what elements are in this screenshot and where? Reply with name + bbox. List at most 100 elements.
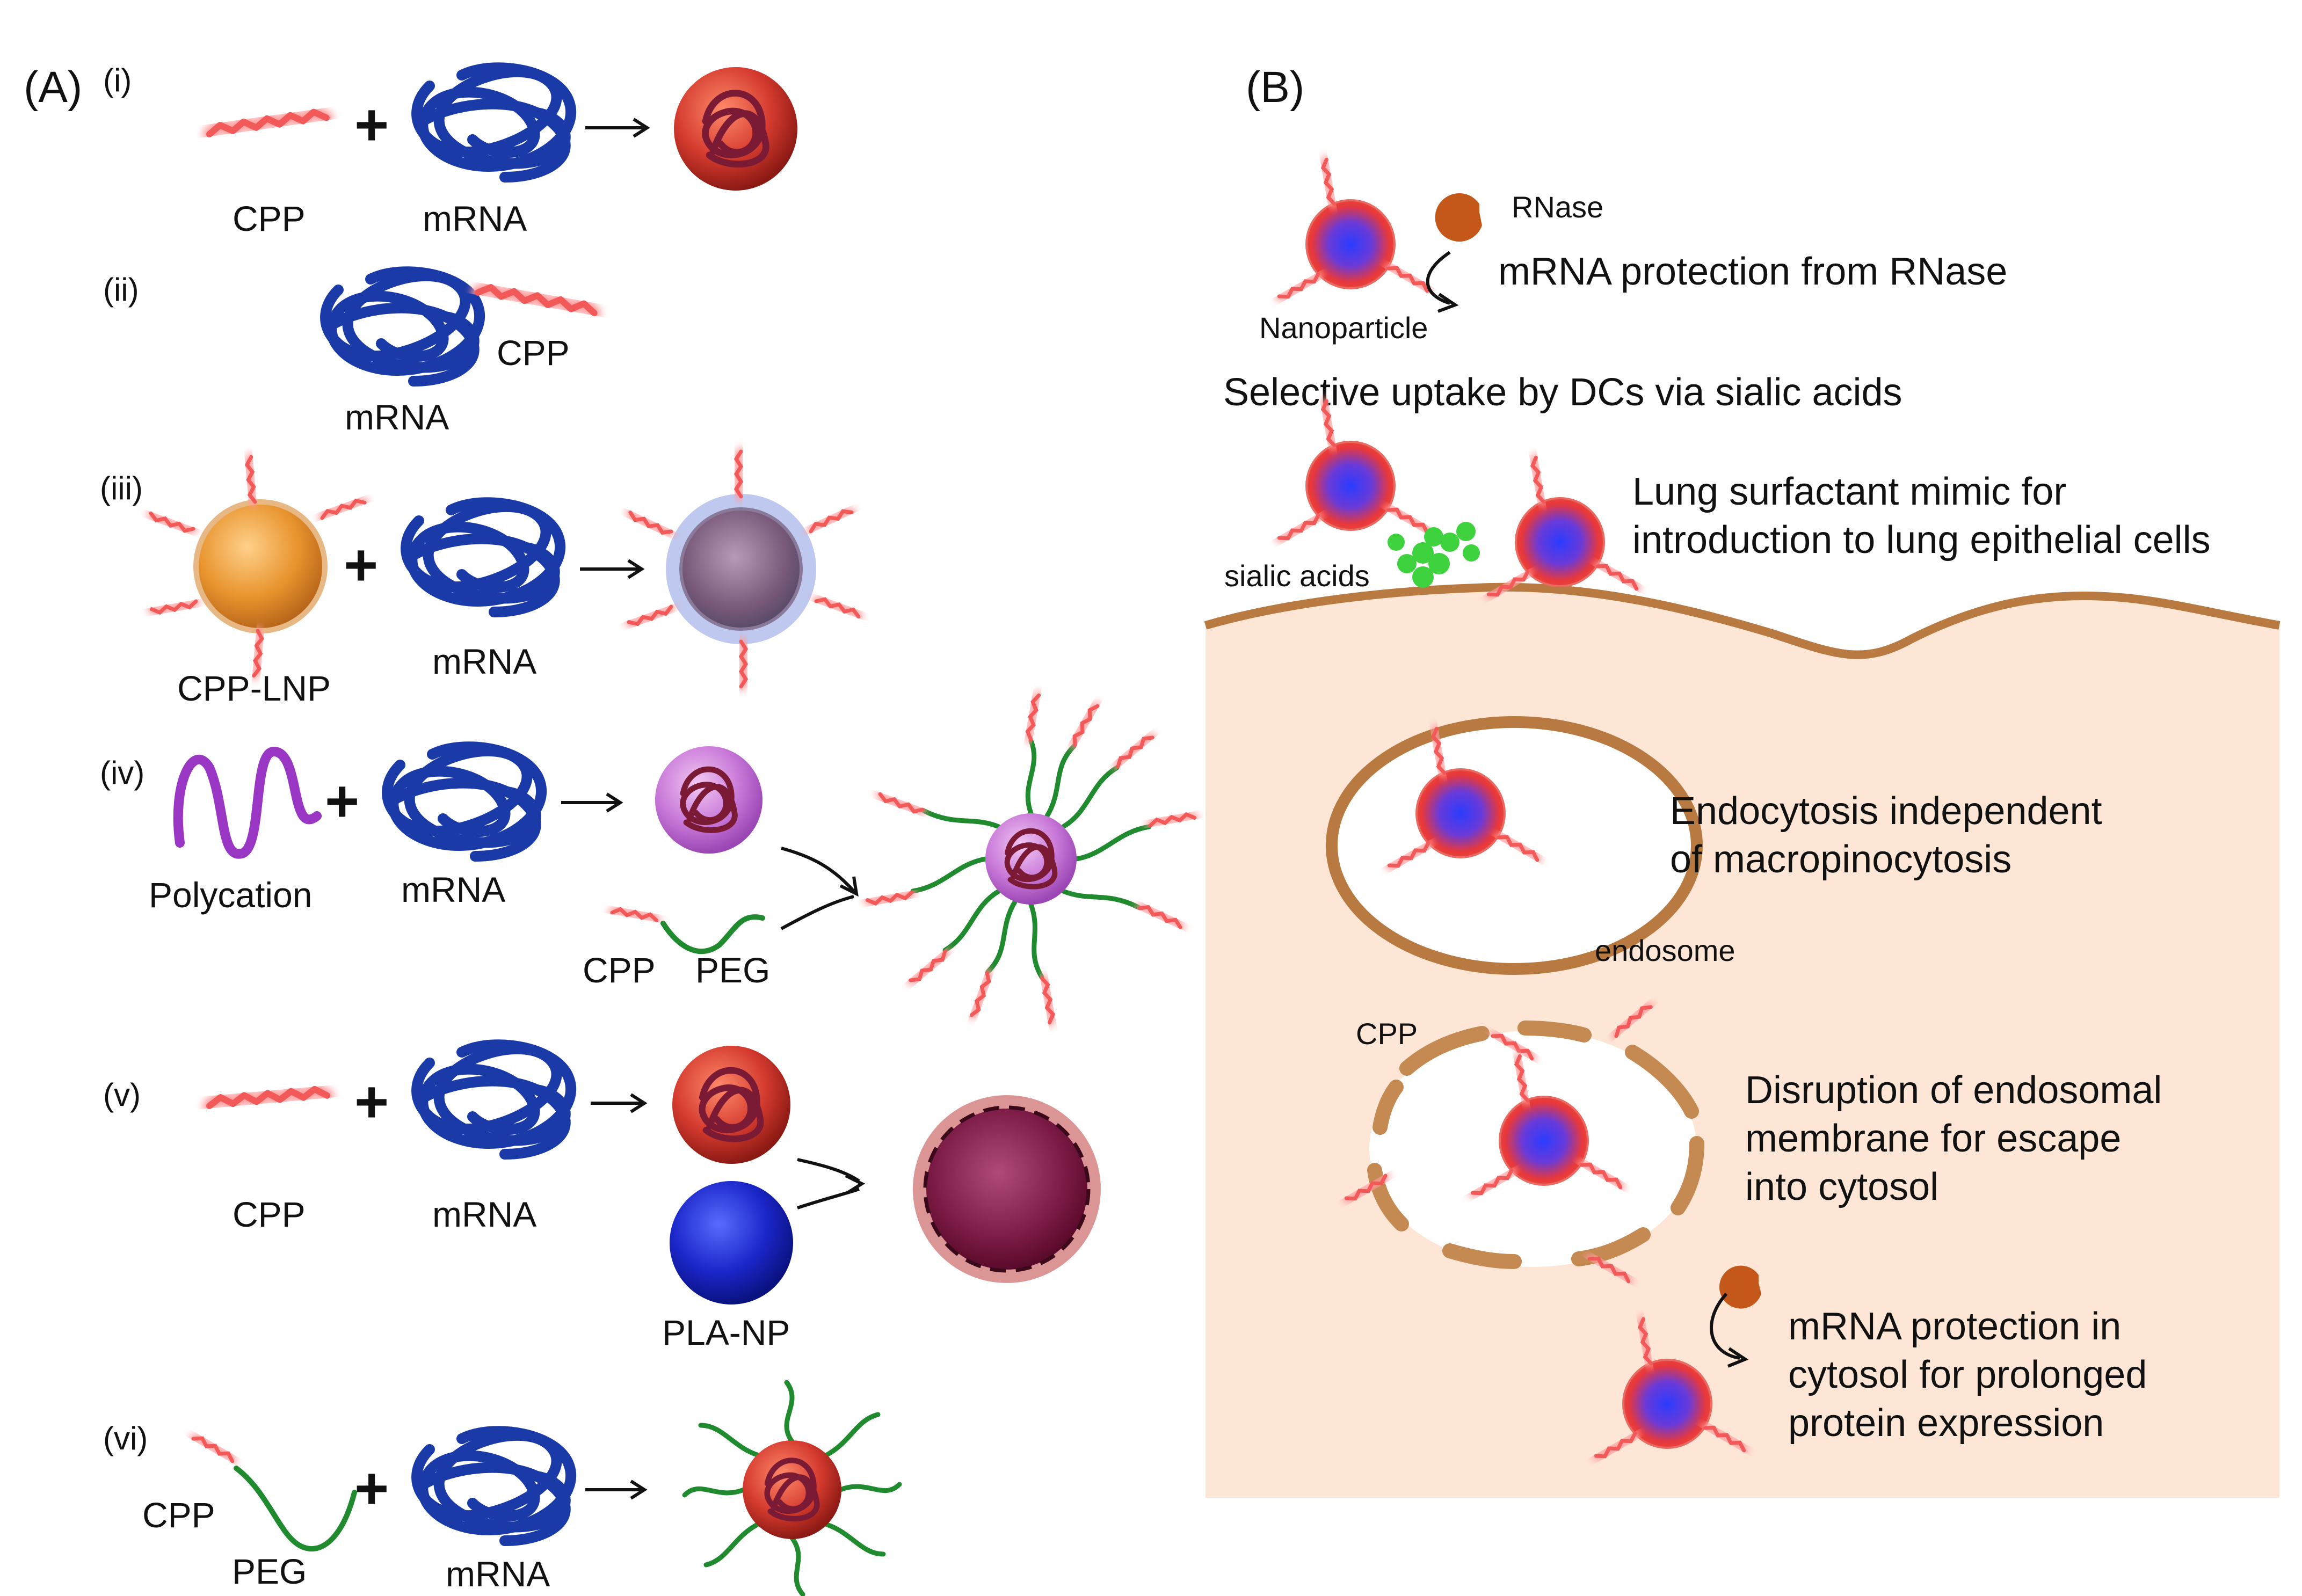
sialic-acid-icon bbox=[1388, 522, 1480, 588]
cell-membrane bbox=[1204, 582, 2281, 659]
mrna-coat-icon bbox=[923, 1105, 1091, 1273]
plus-sign: + bbox=[354, 92, 389, 158]
curved-arrow-icon bbox=[1710, 1292, 1740, 1360]
cpp-peptide-icon bbox=[629, 607, 673, 626]
nanoparticle-icon bbox=[1279, 159, 1429, 301]
arrowhead-icon bbox=[630, 1093, 648, 1113]
arrow-icon bbox=[797, 1187, 860, 1209]
arrowhead-icon bbox=[839, 876, 859, 897]
arrow-icon bbox=[780, 895, 854, 930]
rnase-icon bbox=[1435, 193, 1482, 242]
cpp-mrna-complex-icon bbox=[672, 1046, 790, 1164]
plus-sign: + bbox=[325, 768, 359, 834]
uptake-text: Selective uptake by DCs via sialic acids bbox=[1223, 371, 1902, 414]
rnase-label: RNase bbox=[1512, 190, 1603, 224]
mrna-icon bbox=[406, 502, 560, 612]
panel-b-label: (B) bbox=[1246, 63, 1304, 112]
endocytosis-text-line1: Endocytosis independent bbox=[1670, 790, 2102, 833]
lnp-core-icon bbox=[679, 507, 803, 631]
row-iv: (iv) + Polycation mRNA CPP PEG bbox=[100, 695, 1195, 1023]
protection-text: mRNA protection from RNase bbox=[1498, 250, 2007, 293]
row-i-index: (i) bbox=[103, 62, 132, 98]
sialic-acids-label: sialic acids bbox=[1224, 559, 1370, 593]
nanoparticle-icon bbox=[1279, 401, 1429, 542]
label-cpp: CPP bbox=[583, 950, 656, 990]
cpp-peptide-icon bbox=[321, 498, 365, 518]
label-peg: PEG bbox=[695, 950, 770, 990]
arrowhead-icon bbox=[606, 792, 623, 813]
cpp-peptide-icon bbox=[612, 908, 657, 920]
nanoparticle-label: Nanoparticle bbox=[1259, 311, 1428, 345]
cpp-peptide-icon bbox=[809, 508, 852, 531]
disrupted-endosome-membrane bbox=[1367, 1021, 1704, 1269]
endocytosis-text-line2: of macropinocytosis bbox=[1670, 838, 2011, 881]
row-ii: (ii) CPP mRNA bbox=[103, 272, 596, 437]
arrowhead-icon bbox=[845, 1174, 866, 1194]
rnase-icon bbox=[1719, 1265, 1761, 1309]
peg-chain-icon bbox=[660, 914, 765, 954]
label-mrna: mRNA bbox=[446, 1554, 550, 1594]
mrna-icon bbox=[417, 1045, 571, 1154]
arrowhead-icon bbox=[627, 559, 645, 579]
arrowhead-icon bbox=[633, 118, 650, 138]
polycation-icon bbox=[173, 746, 322, 859]
pla-np-icon bbox=[670, 1181, 793, 1305]
cpp-peptide-icon bbox=[149, 513, 193, 533]
arrowhead-icon bbox=[1727, 1347, 1749, 1368]
cpp-peptide-icon bbox=[736, 451, 741, 497]
row-iii-index: (iii) bbox=[100, 470, 143, 506]
disruption-text-line2: membrane for escape bbox=[1745, 1117, 2121, 1160]
nanoparticle-icon bbox=[1488, 457, 1639, 599]
mrna-icon bbox=[417, 1431, 571, 1541]
label-mrna: mRNA bbox=[432, 642, 536, 681]
row-iv-index: (iv) bbox=[100, 755, 144, 791]
label-mrna: mRNA bbox=[423, 199, 527, 238]
cpp-peptide-icon bbox=[151, 601, 197, 614]
arrowhead-icon bbox=[630, 1480, 648, 1500]
cpp-peptide-icon bbox=[246, 457, 255, 502]
mrna-icon bbox=[387, 747, 541, 856]
cpp-lnp-icon bbox=[193, 499, 328, 633]
panel-a: (A) (i) + CPP mRNA (ii) CPP mRNA (iii) bbox=[24, 62, 1195, 1596]
plus-sign: + bbox=[344, 532, 378, 598]
label-cpp-lnp: CPP-LNP bbox=[177, 668, 331, 708]
label-cpp: CPP bbox=[233, 1194, 306, 1234]
row-vi: (vi) + CPP bbox=[103, 1380, 902, 1596]
peg-cpp-polyplex-icon bbox=[867, 695, 1194, 1023]
endosome-label: endosome bbox=[1595, 934, 1735, 967]
curved-arrow-icon bbox=[1426, 251, 1451, 305]
disruption-text-line1: Disruption of endosomal bbox=[1745, 1069, 2162, 1112]
plus-sign: + bbox=[354, 1069, 389, 1135]
cpp-label: CPP bbox=[1356, 1017, 1418, 1051]
cpp-peptide-icon bbox=[628, 513, 671, 536]
label-pla-np: PLA-NP bbox=[662, 1313, 790, 1352]
cpp-peptide-icon bbox=[208, 111, 326, 134]
cytosol-text-line2: cytosol for prolonged bbox=[1788, 1353, 2147, 1396]
row-vi-index: (vi) bbox=[103, 1420, 148, 1456]
cpp-peptide-icon bbox=[816, 597, 860, 617]
row-i: (i) + CPP mRNA bbox=[103, 62, 797, 238]
peg-chain-icon bbox=[234, 1466, 357, 1551]
cytosol-text-line3: protein expression bbox=[1788, 1402, 2104, 1445]
label-mrna: mRNA bbox=[401, 870, 505, 909]
cpp-peptide-icon bbox=[478, 285, 596, 313]
pla-np-core-icon bbox=[926, 1109, 1087, 1270]
label-cpp: CPP bbox=[497, 333, 570, 373]
arrow-icon bbox=[781, 847, 855, 892]
lung-text-line2: introduction to lung epithelial cells bbox=[1632, 519, 2211, 562]
polyplex-icon bbox=[655, 746, 763, 854]
label-peg: PEG bbox=[232, 1551, 307, 1591]
plus-sign: + bbox=[354, 1455, 389, 1521]
label-cpp: CPP bbox=[142, 1495, 215, 1535]
row-iii: (iii) + CPP-LNP mRNA bbox=[100, 451, 860, 708]
panel-b: (B) RNase mRNA protection from RNase Nan… bbox=[1204, 63, 2281, 1498]
lung-text-line1: Lung surfactant mimic for bbox=[1632, 470, 2066, 513]
mrna-icon bbox=[325, 272, 480, 381]
label-polycation: Polycation bbox=[149, 875, 313, 915]
cpp-peptide-icon bbox=[209, 1088, 327, 1106]
cpp-peptide-icon bbox=[193, 1434, 235, 1461]
disruption-text-line3: into cytosol bbox=[1745, 1165, 1938, 1208]
label-cpp: CPP bbox=[233, 199, 306, 238]
label-mrna: mRNA bbox=[345, 397, 449, 437]
